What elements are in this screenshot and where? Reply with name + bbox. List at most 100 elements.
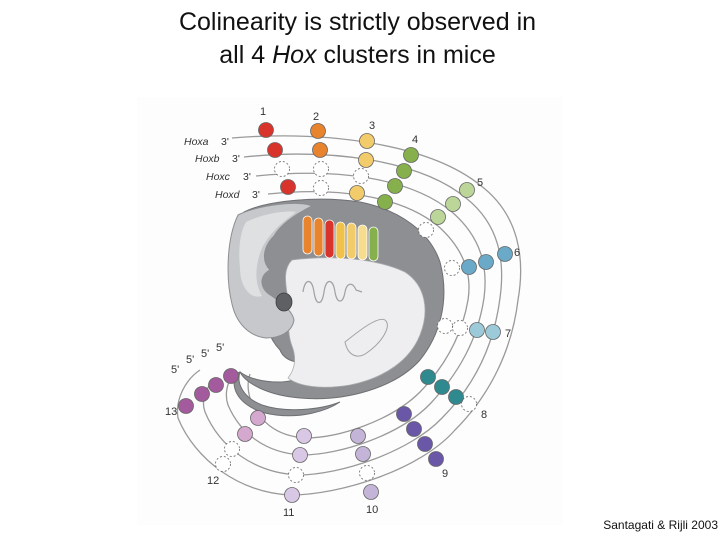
hoxb5-gene (445, 196, 461, 212)
stripe-1 (302, 215, 313, 255)
hoxa7-gene (485, 324, 501, 340)
title-line-1: Colinearity is strictly observed in (178, 8, 537, 36)
hoxa8-absent (461, 396, 477, 412)
hoxc2-absent (313, 161, 329, 177)
five-prime-label-a: 5' (171, 364, 179, 376)
stripe-2 (313, 217, 324, 257)
stripe-7 (368, 226, 379, 262)
hoxa2-gene (310, 123, 326, 139)
hoxa11-gene (284, 487, 300, 503)
stripe-3 (324, 219, 335, 259)
hoxb6-gene (478, 254, 494, 270)
paralog-label-4: 4 (412, 134, 418, 146)
stripe-4 (335, 221, 346, 260)
stripe-5 (346, 222, 357, 260)
hoxc13-gene (208, 377, 224, 393)
hoxd2-absent (313, 180, 329, 196)
hoxc6-gene (461, 259, 477, 275)
hoxc10-gene (355, 446, 371, 462)
hoxc8-gene (434, 379, 450, 395)
title-prefix: all 4 (219, 41, 273, 69)
hoxd5-absent (418, 222, 434, 238)
hoxc7-absent (452, 320, 468, 336)
hoxc4-gene (387, 178, 403, 194)
hoxb12-absent (224, 441, 240, 457)
paralog-label-10: 10 (366, 504, 378, 516)
hoxd1-gene (280, 179, 296, 195)
slide-title: Colinearity is strictly observed in all … (0, 6, 715, 72)
hoxb7-gene (469, 322, 485, 338)
hoxa4-gene (403, 147, 419, 163)
otic-vesicle (275, 292, 293, 312)
label-hoxa: Hoxa (184, 136, 209, 148)
paralog-label-13: 13 (165, 406, 177, 418)
hoxd13-gene (223, 368, 239, 384)
label-hoxa-end: 3' (221, 136, 229, 148)
hoxb11-absent (288, 467, 304, 483)
paralog-label-3: 3 (369, 120, 375, 132)
paralog-label-6: 6 (514, 247, 520, 259)
hoxc5-gene (430, 209, 446, 225)
hoxa6-gene (497, 246, 513, 262)
gut-tube (302, 280, 363, 304)
paralog-label-11: 11 (283, 507, 294, 519)
hoxd7-absent (437, 318, 453, 334)
hoxb9-gene (417, 436, 433, 452)
citation-credit: Santagati & Rijli 2003 (603, 518, 718, 532)
hoxb8-gene (448, 389, 464, 405)
hoxc9-gene (406, 421, 422, 437)
hoxd9-gene (396, 406, 412, 422)
hoxa9-gene (428, 451, 444, 467)
hoxb13-gene (194, 386, 210, 402)
hoxa1-gene (258, 122, 274, 138)
label-hoxd-end: 3' (252, 189, 260, 201)
hoxb10-absent (359, 465, 375, 481)
hoxc3-absent (353, 168, 369, 184)
limb-bud (344, 318, 388, 357)
hoxa13-gene (178, 398, 194, 414)
label-hoxd: Hoxd (215, 189, 241, 201)
hoxb1-gene (267, 142, 283, 158)
five-prime-label-c: 5' (201, 348, 209, 360)
hoxd4-gene (377, 194, 393, 210)
hoxb3-gene (358, 152, 374, 168)
paralog-label-8: 8 (481, 409, 487, 421)
cluster-labels: Hoxa 3' Hoxb 3' Hoxc 3' Hoxd 3' (184, 136, 260, 201)
paralog-label-1: 1 (260, 106, 266, 118)
paralog-label-7: 7 (505, 328, 511, 340)
paralog-labels: 1 2 3 4 5 6 7 8 9 10 11 12 13 5' 5' 5' 5… (165, 106, 520, 519)
stripe-6 (357, 224, 368, 261)
hoxd12-gene (250, 410, 266, 426)
title-suffix: clusters in mice (316, 41, 496, 69)
hoxd6-absent (444, 260, 460, 276)
hoxb4-gene (396, 163, 412, 179)
hoxa10-gene (363, 484, 379, 500)
hoxc12-gene (237, 426, 253, 442)
rhombomere-stripes (302, 215, 379, 262)
label-hoxc: Hoxc (206, 171, 231, 183)
hoxa5-gene (459, 182, 475, 198)
hoxb2-gene (312, 142, 328, 158)
label-hoxb: Hoxb (195, 153, 220, 165)
five-prime-label-d: 5' (216, 342, 224, 354)
label-hoxc-end: 3' (243, 171, 251, 183)
paralog-label-9: 9 (442, 468, 448, 480)
hoxd10-gene (350, 428, 366, 444)
hoxa12-absent (215, 456, 231, 472)
paralog-label-2: 2 (313, 111, 319, 123)
paralog-label-5: 5 (477, 177, 483, 189)
head-highlight (239, 211, 296, 297)
hoxd11-gene (296, 428, 312, 444)
hoxa3-gene (359, 133, 375, 149)
hoxc11-gene (292, 447, 308, 463)
title-hox-italic: Hox (272, 41, 317, 69)
hoxc1-absent (274, 161, 290, 177)
label-hoxb-end: 3' (232, 153, 240, 165)
paralog-label-12: 12 (207, 475, 219, 487)
five-prime-label-b: 5' (186, 354, 194, 366)
hoxd8-gene (420, 369, 436, 385)
title-line-2: all 4 Hox clusters in mice (0, 39, 715, 72)
hoxd3-gene (349, 185, 365, 201)
hox-genes (178, 122, 513, 503)
